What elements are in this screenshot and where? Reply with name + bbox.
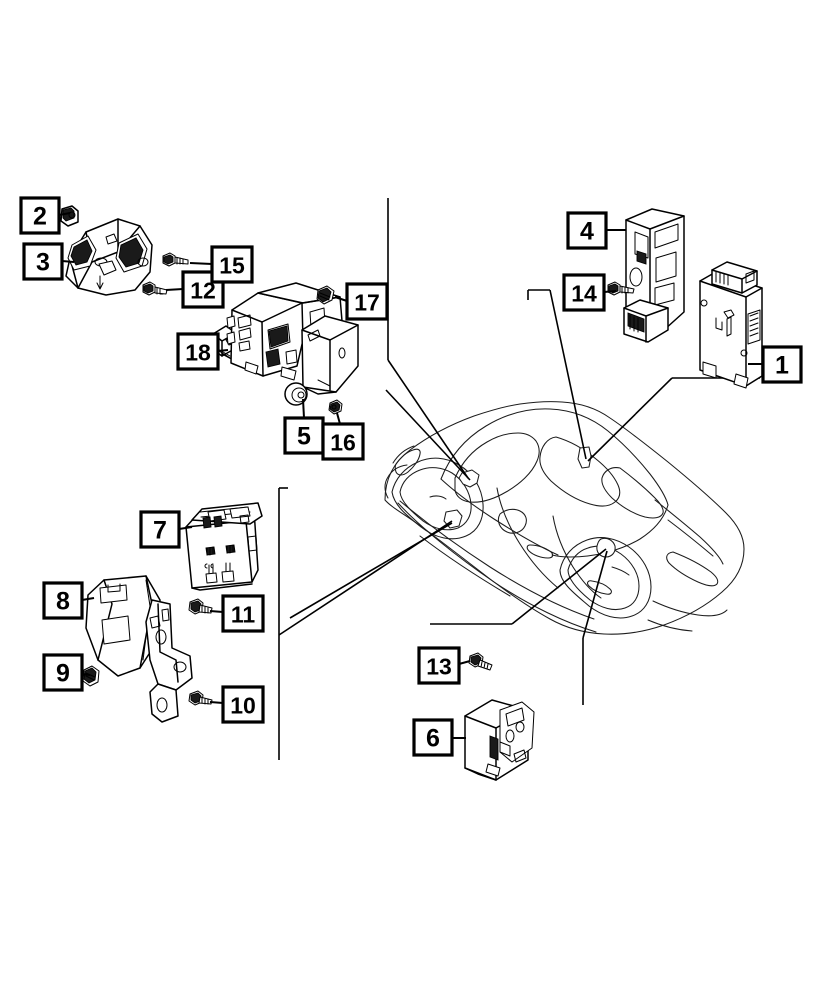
callout-number-13: 13 (426, 654, 452, 680)
part-9-push-in-clip (82, 665, 100, 687)
callout-box-9[interactable] (42, 653, 84, 692)
callout-4[interactable]: 4 (566, 211, 608, 250)
callout-number-14: 14 (571, 281, 597, 307)
callout-number-9: 9 (56, 660, 70, 688)
callout-11[interactable]: 11 (221, 594, 265, 633)
part-7-electronic-module (185, 502, 263, 591)
callout-number-2: 2 (33, 203, 47, 231)
callout-number-18: 18 (185, 340, 211, 366)
callout-number-1: 1 (775, 352, 789, 380)
callout-6[interactable]: 6 (412, 718, 454, 757)
callout-17[interactable]: 17 (345, 282, 389, 321)
callout-box-18[interactable] (176, 332, 220, 371)
part-13-screw (468, 652, 493, 671)
callout-box-17[interactable] (345, 282, 389, 321)
callout-box-6[interactable] (412, 718, 454, 757)
leader-lines (278, 198, 760, 760)
callout-number-17: 17 (354, 290, 380, 316)
callout-7[interactable]: 7 (139, 510, 181, 549)
callout-9[interactable]: 9 (42, 653, 84, 692)
callout-box-13[interactable] (417, 646, 461, 685)
callout-2[interactable]: 2 (19, 196, 61, 235)
callout-1[interactable]: 1 (761, 345, 803, 384)
callout-10[interactable]: 10 (221, 685, 265, 724)
callout-14[interactable]: 14 (562, 273, 606, 312)
part-2-retainer-clip (60, 205, 79, 227)
part-11-screw (188, 598, 213, 615)
part-6-control-module (464, 699, 535, 781)
part-12-screw (142, 281, 168, 296)
callout-number-8: 8 (56, 588, 70, 616)
callout-number-11: 11 (231, 602, 256, 628)
part-10-screw (188, 690, 213, 706)
part-17-retainer-clip (316, 285, 335, 305)
callout-number-10: 10 (230, 693, 256, 719)
callout-3[interactable]: 3 (22, 242, 64, 281)
part-5-module-assembly (226, 282, 359, 406)
part-8-mounting-bracket (85, 575, 193, 723)
callout-5[interactable]: 5 (283, 416, 325, 455)
callout-number-16: 16 (330, 430, 356, 456)
callout-box-14[interactable] (562, 273, 606, 312)
callout-box-16[interactable] (321, 422, 365, 461)
part-16-nut (328, 399, 343, 415)
callout-box-1[interactable] (761, 345, 803, 384)
callout-8[interactable]: 8 (42, 581, 84, 620)
callout-18[interactable]: 18 (176, 332, 220, 371)
callout-box-2[interactable] (19, 196, 61, 235)
callout-box-15[interactable] (210, 245, 254, 284)
part-15-screw (162, 252, 189, 267)
callout-box-11[interactable] (221, 594, 265, 633)
part-3-module-bracket (65, 218, 153, 296)
mount-marker-roof (577, 446, 592, 469)
callout-number-15: 15 (219, 253, 245, 279)
callout-13[interactable]: 13 (417, 646, 461, 685)
part-1-body-control-module (699, 261, 763, 389)
callout-number-3: 3 (36, 249, 50, 277)
callout-16[interactable]: 16 (321, 422, 365, 461)
part-4-mounting-bracket (623, 208, 685, 343)
callout-box-7[interactable] (139, 510, 181, 549)
callout-box-10[interactable] (221, 685, 265, 724)
vehicle-illustration (384, 401, 745, 635)
callout-number-4: 4 (580, 218, 594, 246)
callout-box-3[interactable] (22, 242, 64, 281)
callout-number-6: 6 (426, 725, 440, 753)
callout-15[interactable]: 15 (210, 245, 254, 284)
callout-number-7: 7 (153, 517, 167, 545)
callout-box-4[interactable] (566, 211, 608, 250)
callout-box-8[interactable] (42, 581, 84, 620)
callout-number-5: 5 (297, 423, 311, 451)
